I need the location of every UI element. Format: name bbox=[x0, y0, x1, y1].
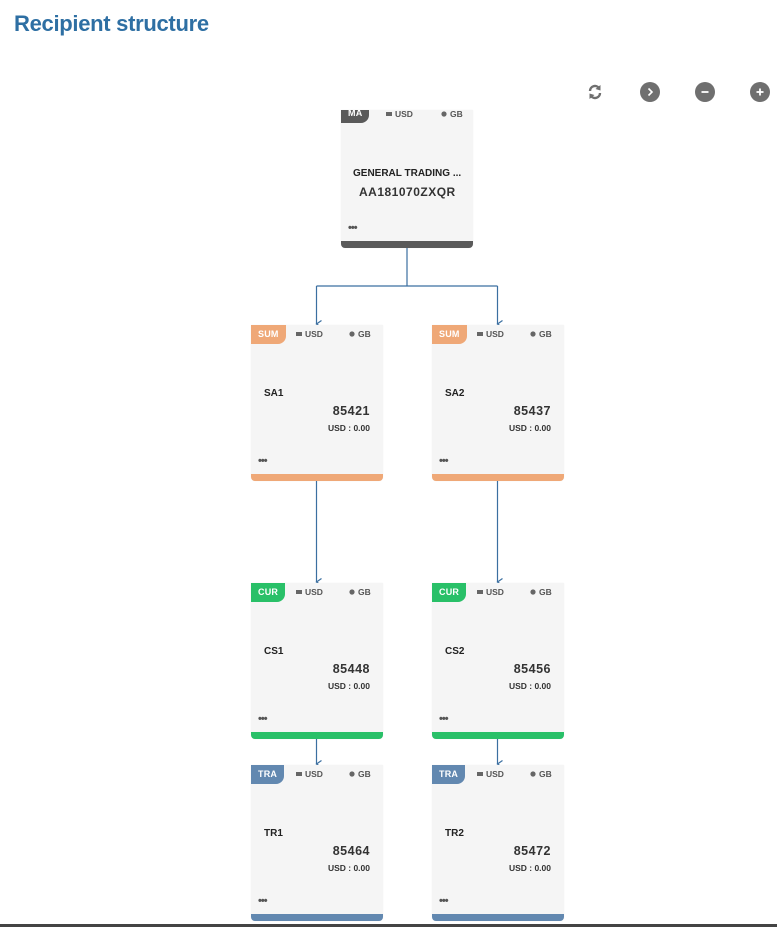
node-tr2[interactable]: TRA USD GB TR2 85472 USD : 0.00 ••• bbox=[432, 765, 564, 921]
globe-icon bbox=[349, 331, 355, 337]
node-code: 85464 bbox=[332, 844, 370, 858]
currency-text: USD bbox=[486, 769, 504, 779]
currency-label: USD bbox=[477, 329, 504, 339]
country-label: GB bbox=[530, 769, 552, 779]
currency-icon bbox=[477, 590, 483, 594]
chevron-right-icon[interactable] bbox=[640, 82, 660, 102]
diagram-toolbar bbox=[0, 82, 777, 102]
more-options-icon[interactable]: ••• bbox=[439, 455, 449, 467]
more-options-icon[interactable]: ••• bbox=[258, 895, 268, 907]
node-sa2[interactable]: SUM USD GB SA2 85437 USD : 0.00 ••• bbox=[432, 325, 564, 481]
country-label: GB bbox=[349, 329, 371, 339]
node-name: SA1 bbox=[264, 388, 284, 399]
currency-icon bbox=[386, 112, 392, 116]
currency-text: USD bbox=[305, 329, 323, 339]
node-balance: USD : 0.00 bbox=[327, 863, 370, 873]
more-options-icon[interactable]: ••• bbox=[439, 713, 449, 725]
node-code: 85448 bbox=[332, 662, 370, 676]
globe-icon bbox=[349, 589, 355, 595]
country-text: GB bbox=[539, 329, 552, 339]
currency-text: USD bbox=[305, 769, 323, 779]
node-name: CS2 bbox=[445, 646, 465, 657]
globe-icon bbox=[530, 331, 536, 337]
currency-text: USD bbox=[395, 110, 413, 119]
node-code: 85456 bbox=[513, 662, 551, 676]
node-type-badge: SUM bbox=[251, 325, 286, 344]
node-balance: USD : 0.00 bbox=[508, 681, 551, 691]
country-label: GB bbox=[441, 110, 463, 119]
node-code: AA181070ZXQR bbox=[359, 185, 456, 199]
currency-icon bbox=[477, 332, 483, 336]
node-type-badge: SUM bbox=[432, 325, 467, 344]
node-code: 85472 bbox=[513, 844, 551, 858]
node-balance: USD : 0.00 bbox=[508, 863, 551, 873]
node-code: 85421 bbox=[332, 404, 370, 418]
currency-label: USD bbox=[477, 769, 504, 779]
country-text: GB bbox=[450, 110, 463, 119]
globe-icon bbox=[349, 771, 355, 777]
node-name: GENERAL TRADING ... bbox=[353, 168, 462, 179]
zoom-in-icon[interactable] bbox=[750, 82, 770, 102]
node-balance: USD : 0.00 bbox=[327, 423, 370, 433]
more-options-icon[interactable]: ••• bbox=[348, 222, 358, 234]
node-sa1[interactable]: SUM USD GB SA1 85421 USD : 0.00 ••• bbox=[251, 325, 383, 481]
node-type-badge: TRA bbox=[251, 765, 285, 784]
currency-text: USD bbox=[305, 587, 323, 597]
currency-label: USD bbox=[296, 329, 323, 339]
country-label: GB bbox=[530, 587, 552, 597]
currency-label: USD bbox=[386, 110, 413, 119]
currency-icon bbox=[296, 332, 302, 336]
country-text: GB bbox=[358, 329, 371, 339]
zoom-out-icon[interactable] bbox=[695, 82, 715, 102]
country-label: GB bbox=[349, 769, 371, 779]
node-cs2[interactable]: CUR USD GB CS2 85456 USD : 0.00 ••• bbox=[432, 583, 564, 739]
currency-icon bbox=[477, 772, 483, 776]
globe-icon bbox=[441, 111, 447, 117]
more-options-icon[interactable]: ••• bbox=[439, 895, 449, 907]
country-text: GB bbox=[539, 769, 552, 779]
country-label: GB bbox=[349, 587, 371, 597]
node-tr1[interactable]: TRA USD GB TR1 85464 USD : 0.00 ••• bbox=[251, 765, 383, 921]
currency-label: USD bbox=[296, 587, 323, 597]
currency-label: USD bbox=[296, 769, 323, 779]
node-balance: USD : 0.00 bbox=[508, 423, 551, 433]
node-ma[interactable]: MA USD GB GENERAL TRADING ... AA181070ZX… bbox=[341, 110, 473, 248]
page-title: Recipient structure bbox=[14, 11, 209, 36]
currency-text: USD bbox=[486, 587, 504, 597]
node-type-badge: CUR bbox=[251, 583, 286, 602]
globe-icon bbox=[530, 771, 536, 777]
node-name: SA2 bbox=[445, 388, 465, 399]
country-text: GB bbox=[358, 587, 371, 597]
globe-icon bbox=[530, 589, 536, 595]
country-text: GB bbox=[358, 769, 371, 779]
refresh-icon[interactable] bbox=[585, 82, 605, 102]
more-options-icon[interactable]: ••• bbox=[258, 713, 268, 725]
node-name: TR1 bbox=[264, 828, 283, 839]
node-name: TR2 bbox=[445, 828, 464, 839]
node-type-badge: MA bbox=[341, 110, 370, 123]
currency-text: USD bbox=[486, 329, 504, 339]
bottom-divider bbox=[0, 924, 777, 927]
node-type-badge: CUR bbox=[432, 583, 467, 602]
node-cs1[interactable]: CUR USD GB CS1 85448 USD : 0.00 ••• bbox=[251, 583, 383, 739]
node-balance: USD : 0.00 bbox=[327, 681, 370, 691]
country-text: GB bbox=[539, 587, 552, 597]
more-options-icon[interactable]: ••• bbox=[258, 455, 268, 467]
node-name: CS1 bbox=[264, 646, 284, 657]
country-label: GB bbox=[530, 329, 552, 339]
currency-label: USD bbox=[477, 587, 504, 597]
node-type-badge: TRA bbox=[432, 765, 466, 784]
currency-icon bbox=[296, 772, 302, 776]
currency-icon bbox=[296, 590, 302, 594]
node-code: 85437 bbox=[513, 404, 551, 418]
